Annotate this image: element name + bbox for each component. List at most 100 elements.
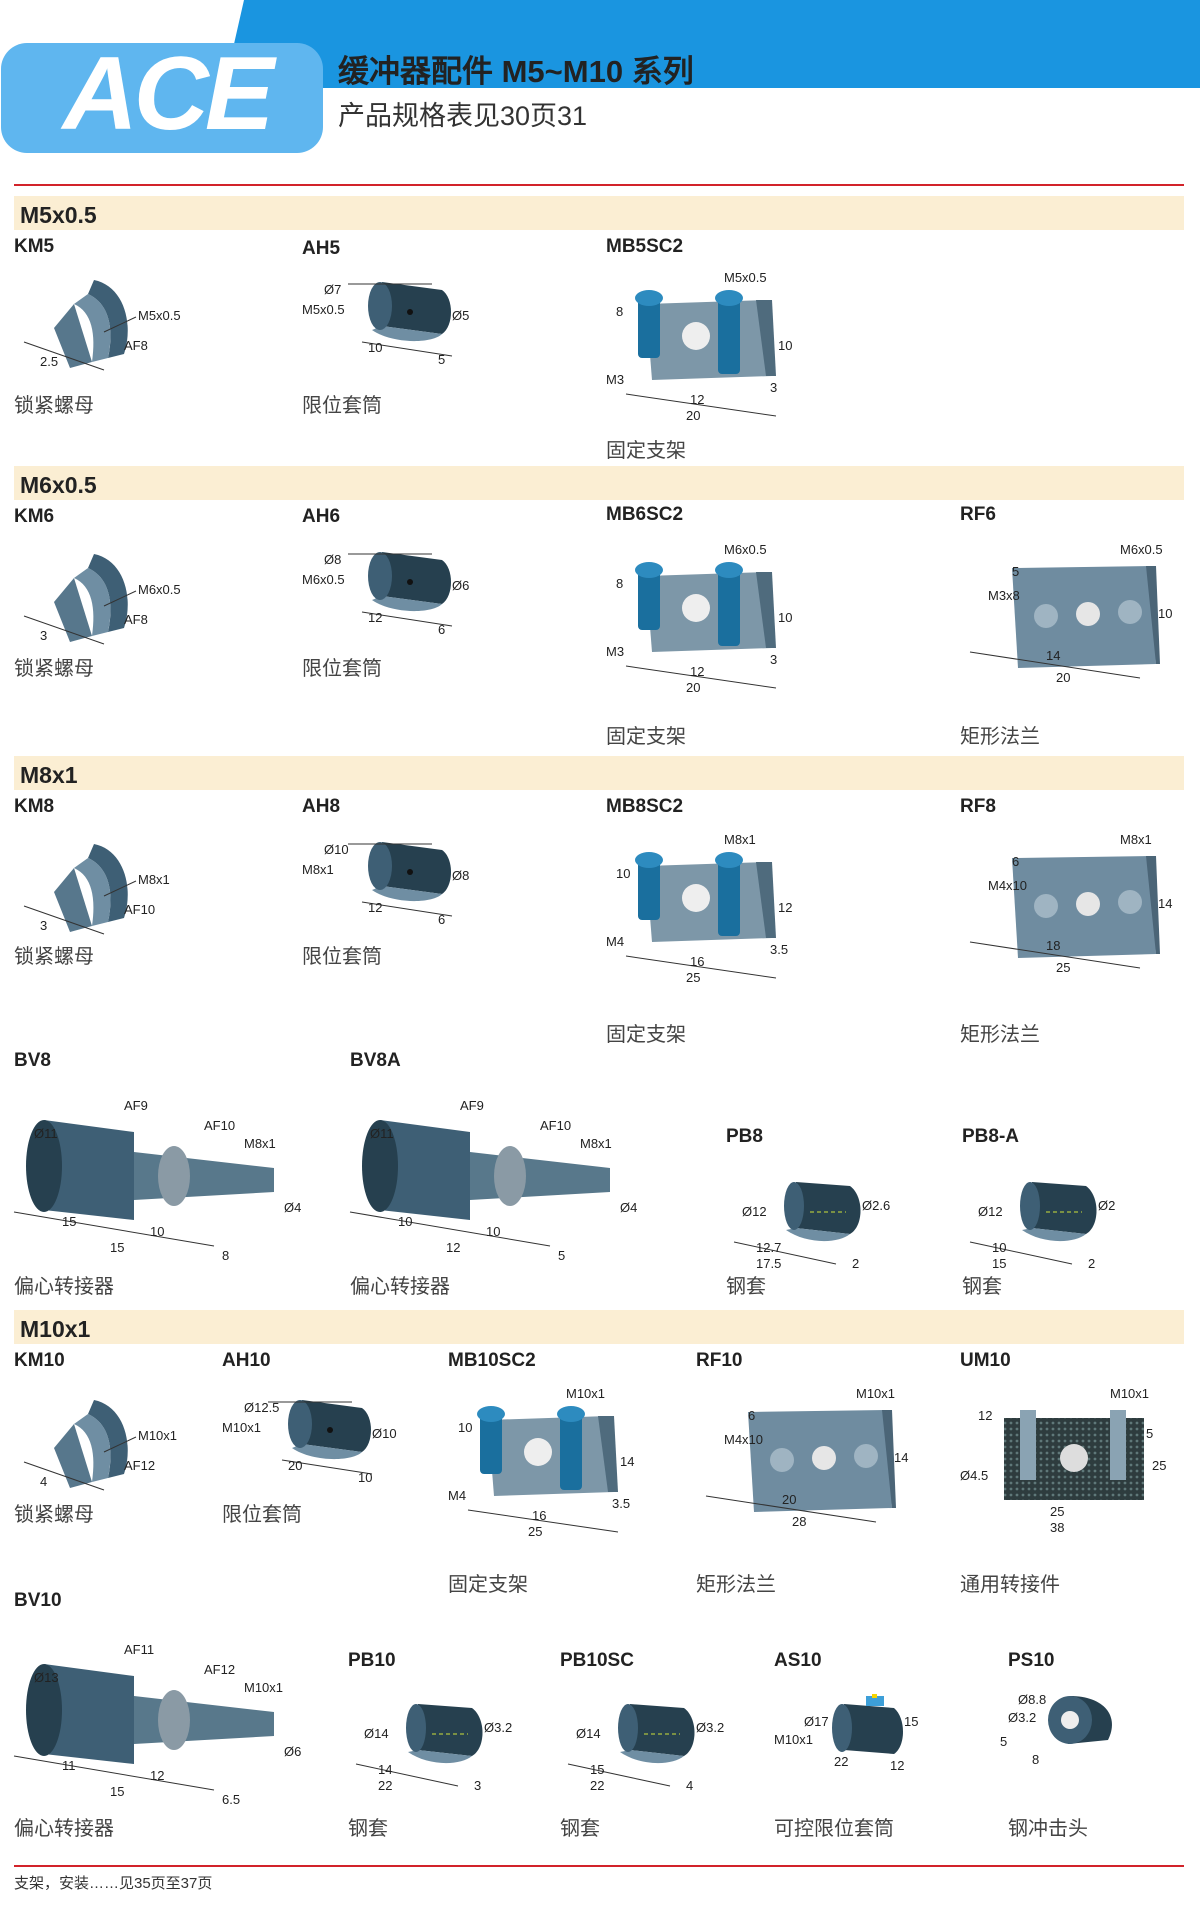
dim-label: Ø2: [1098, 1198, 1115, 1213]
dim-label: 20: [686, 680, 700, 695]
dim-label: 20: [686, 408, 700, 423]
dim-label: M8x1: [138, 872, 170, 887]
logo-badge: [1, 43, 323, 153]
dim-label: 16: [690, 954, 704, 969]
dim-label: AF9: [460, 1098, 484, 1113]
dim-label: Ø2.6: [862, 1198, 890, 1213]
dim-label: M10x1: [138, 1428, 177, 1443]
dim-label: 28: [792, 1514, 806, 1529]
dim-label: 6: [438, 622, 445, 637]
product-code: PB10SC: [560, 1650, 634, 1671]
product-code: AH8: [302, 796, 341, 817]
product-code: RF8: [960, 796, 996, 817]
dim-label: Ø8: [452, 868, 469, 883]
dim-label: 10: [150, 1224, 164, 1239]
dim-label: 8: [222, 1248, 229, 1263]
dim-label: 22: [378, 1778, 392, 1793]
dim-label: M5x0.5: [138, 308, 181, 323]
product-caption: 锁紧螺母: [14, 658, 94, 680]
dim-label: 12: [978, 1408, 992, 1423]
dim-label: 4: [40, 1474, 47, 1489]
product-caption: 固定支架: [606, 1024, 686, 1046]
steel-impact-cap-drawing: Ø8.8Ø3.258: [1000, 1692, 1112, 1767]
dim-label: Ø4: [620, 1200, 637, 1215]
dim-label: AF8: [124, 612, 148, 627]
dim-label: M10x1: [856, 1386, 895, 1401]
dim-label: 25: [1056, 960, 1070, 975]
dim-label: 14: [894, 1450, 908, 1465]
dim-label: Ø14: [364, 1726, 389, 1741]
product-code: MB6SC2: [606, 504, 684, 525]
dim-label: 25: [528, 1524, 542, 1539]
product-caption: 钢套: [962, 1276, 1002, 1298]
dim-label: Ø8: [324, 552, 341, 567]
section-bar-m8: M8x1: [14, 756, 1184, 790]
dim-label: Ø6: [452, 578, 469, 593]
dim-label: 14: [1158, 896, 1172, 911]
product-code: PB10: [348, 1650, 396, 1671]
product-caption: 限位套筒: [302, 395, 382, 417]
product-code: PS10: [1008, 1650, 1055, 1671]
product-code: MB10SC2: [448, 1350, 536, 1371]
dim-label: 10: [358, 1470, 372, 1485]
dim-label: 3: [770, 652, 777, 667]
dim-label: Ø17: [804, 1714, 829, 1729]
dim-label: AF12: [204, 1662, 235, 1677]
dim-label: M8x1: [580, 1136, 612, 1151]
dim-label: 2.5: [40, 354, 58, 369]
dim-label: Ø5: [452, 308, 469, 323]
page-title: 缓冲器配件 M5~M10 系列: [338, 54, 694, 89]
dim-label: M6x0.5: [302, 572, 345, 587]
logo: ACE: [62, 36, 275, 152]
dim-label: 3.5: [612, 1496, 630, 1511]
product-caption: 限位套筒: [222, 1504, 302, 1526]
dim-label: M6x0.5: [724, 542, 767, 557]
dim-label: M6x0.5: [138, 582, 181, 597]
dim-label: AF10: [204, 1118, 235, 1133]
product-caption: 钢冲击头: [1008, 1818, 1088, 1840]
dim-label: 5: [558, 1248, 565, 1263]
dim-label: Ø12: [742, 1204, 767, 1219]
dim-label: Ø14: [576, 1726, 601, 1741]
dim-label: 25: [1152, 1458, 1166, 1473]
dim-label: 8: [616, 304, 623, 319]
dim-label: Ø12: [978, 1204, 1003, 1219]
dim-label: 38: [1050, 1520, 1064, 1535]
product-code: BV8A: [350, 1050, 401, 1071]
product-caption: 矩形法兰: [960, 1024, 1040, 1046]
dim-label: M4: [448, 1488, 466, 1503]
dim-label: 12: [690, 664, 704, 679]
dim-label: 3: [40, 918, 47, 933]
dim-label: M4x10: [988, 878, 1027, 893]
dim-label: 12: [778, 900, 792, 915]
dim-label: Ø8.8: [1018, 1692, 1046, 1707]
dim-label: 12: [368, 900, 382, 915]
product-code: RF10: [696, 1350, 743, 1371]
dim-label: 6.5: [222, 1792, 240, 1807]
section-bar-m5: M5x0.5: [14, 196, 1184, 230]
dim-label: 14: [620, 1454, 634, 1469]
dim-label: 6: [438, 912, 445, 927]
product-caption: 通用转接件: [960, 1574, 1060, 1596]
dim-label: 11: [62, 1758, 76, 1773]
dim-label: 18: [1046, 938, 1060, 953]
product-caption: 固定支架: [448, 1574, 528, 1596]
